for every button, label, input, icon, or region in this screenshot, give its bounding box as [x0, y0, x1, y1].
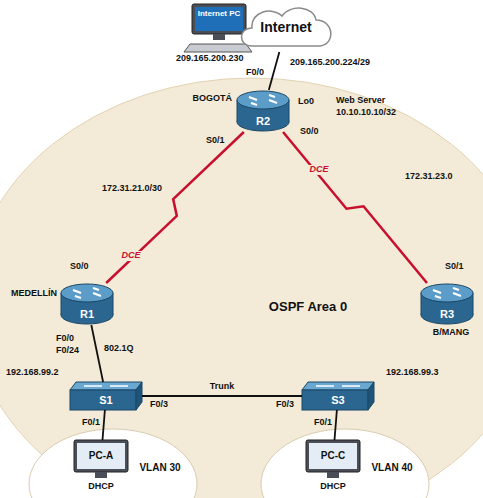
network-node: MEDELLÍNR1 — [60, 283, 114, 325]
node-text: R1 — [60, 308, 114, 320]
link-label: DCE — [308, 165, 331, 175]
interface-label: S0/1 — [445, 262, 464, 272]
interface-label: 10.10.10.10/32 — [336, 108, 396, 118]
node-text: B/MANG — [426, 328, 476, 338]
interface-label: F0/1 — [82, 418, 100, 428]
node-text: Internet — [238, 20, 334, 35]
interface-label: 209.165.200.224/29 — [290, 58, 370, 68]
node-text: DHCP — [76, 482, 126, 492]
node-text: OSPF Area 0 — [268, 300, 348, 314]
network-node: PC-CDHCP — [306, 440, 360, 478]
interface-label: S0/1 — [206, 136, 225, 146]
interface-label: 192.168.99.2 — [6, 368, 59, 378]
interface-label: 209.165.200.230 — [176, 54, 244, 64]
node-text: PC-A — [76, 450, 126, 461]
interface-label: F0/0 — [56, 334, 74, 344]
node-text: Internet PC — [195, 10, 243, 19]
node-text: R3 — [420, 308, 474, 320]
link-label: DCE — [119, 251, 142, 261]
network-node: S1 — [70, 382, 142, 410]
interface-label: 192.168.99.3 — [386, 368, 439, 378]
network-node: OSPF Area 0BOGOTÁR2MEDELLÍNR1R3B/MANGS1S… — [0, 78, 483, 498]
interface-label: F0/0 — [246, 68, 264, 78]
node-text: S1 — [70, 394, 142, 406]
node-text: S3 — [302, 394, 374, 406]
interface-label: S0/0 — [70, 262, 89, 272]
network-node: PC-ADHCP — [74, 440, 128, 478]
pc-keyboard — [184, 44, 252, 52]
network-node: VLAN 30PC-ADHCP — [28, 428, 198, 498]
node-text: PC-C — [308, 450, 358, 461]
interface-label: F0/24 — [56, 346, 79, 356]
interface-label: Web Server — [336, 96, 385, 106]
interface-label: 172.31.21.0/30 — [102, 184, 162, 194]
network-node: Internet — [238, 4, 334, 52]
interface-label: F0/3 — [276, 400, 294, 410]
interface-label: Lo0 — [298, 97, 314, 107]
node-text: VLAN 40 — [364, 462, 420, 473]
node-text: R2 — [236, 115, 290, 127]
interface-label: 802.1Q — [104, 344, 134, 354]
network-node: S3 — [302, 382, 374, 410]
node-text: DHCP — [308, 482, 358, 492]
node-text: MEDELLÍN — [2, 289, 57, 299]
network-node: VLAN 40PC-CDHCP — [260, 428, 430, 498]
interface-label: F0/1 — [314, 418, 332, 428]
interface-label: S0/0 — [300, 127, 319, 137]
node-text: VLAN 30 — [132, 462, 188, 473]
network-node: R3B/MANG — [420, 283, 474, 325]
interface-label: F0/3 — [150, 400, 168, 410]
network-node: BOGOTÁR2 — [236, 90, 290, 132]
network-node: Internet PC — [192, 4, 246, 40]
node-text: BOGOTÁ — [172, 94, 232, 104]
interface-label: 172.31.23.0 — [405, 172, 453, 182]
link-label: Trunk — [208, 382, 237, 392]
